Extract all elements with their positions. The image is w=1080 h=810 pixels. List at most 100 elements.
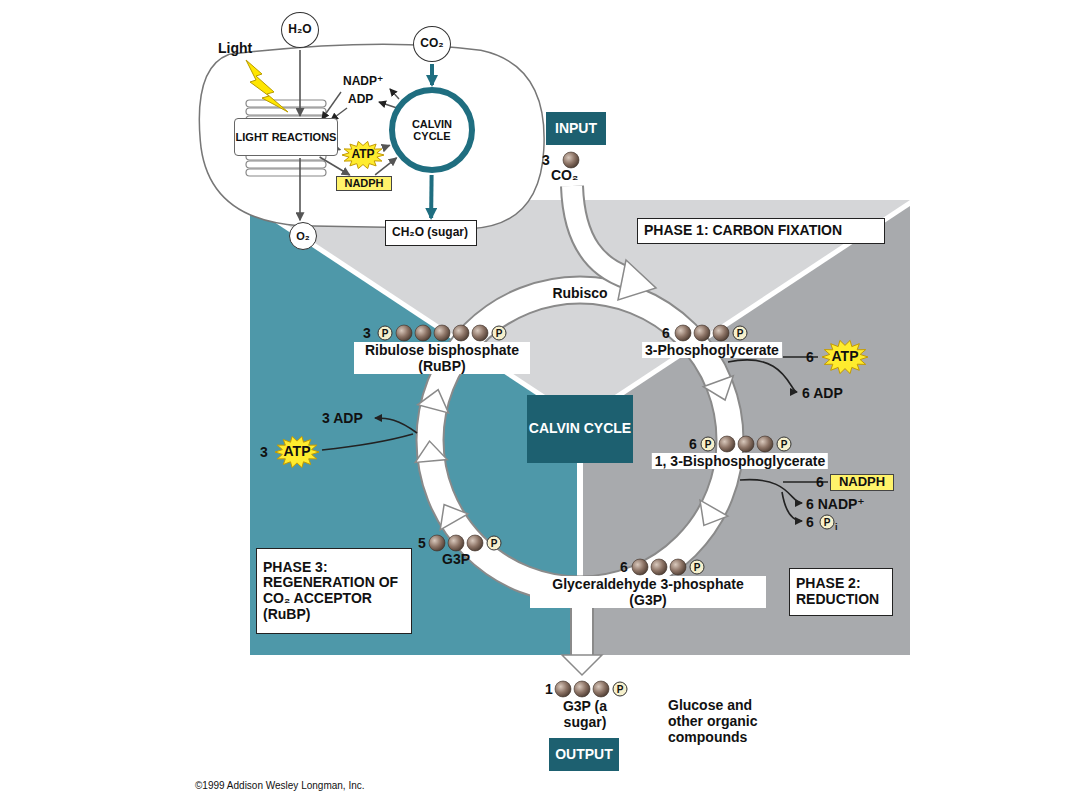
output-arrowhead xyxy=(562,655,602,675)
title-box: CALVIN CYCLE xyxy=(527,395,633,463)
text-label: 3 ADP xyxy=(322,410,363,426)
text-label: Glyceraldehyde 3-phosphate (G3P) xyxy=(530,576,766,608)
layout-shape xyxy=(782,492,802,521)
cycle-ring xyxy=(430,290,730,590)
node-text: CALVIN CYCLE xyxy=(529,421,631,437)
text-label: Light xyxy=(218,40,252,56)
text-label: ADP xyxy=(348,93,373,107)
count-number: 5 xyxy=(418,535,426,551)
carbon-bead xyxy=(453,325,469,341)
nadph-box: NADPH xyxy=(336,176,392,191)
node-text: PHASE 2: REDUCTION xyxy=(796,576,886,607)
carbon-bead xyxy=(448,535,464,551)
text-label: Ribulose bisphosphate (RuBP) xyxy=(354,342,530,374)
molecule-circle: O₂ xyxy=(289,222,317,250)
layout-shape xyxy=(728,360,797,392)
phosphate-symbol: P xyxy=(613,682,628,697)
count-number: 6 xyxy=(662,325,670,341)
count-number: 3 xyxy=(260,444,268,460)
text-label: G3P xyxy=(442,551,470,567)
count-number: 6 xyxy=(620,559,628,575)
node-text: NADPH xyxy=(344,177,383,189)
count-number: 6 xyxy=(689,436,697,452)
title-box: INPUT xyxy=(546,112,606,145)
input-arrowhead xyxy=(618,260,656,300)
count-number: 6 xyxy=(806,349,814,365)
connector xyxy=(430,64,434,85)
atp-starburst: ATP xyxy=(274,435,320,469)
starburst-outline xyxy=(822,340,868,373)
count-number: 3 xyxy=(363,325,371,341)
layout-shape xyxy=(246,100,326,107)
atp-starburst: ATP xyxy=(821,339,869,375)
carbon-bead xyxy=(675,325,691,341)
ring-arrowhead xyxy=(700,500,728,525)
layout-shape xyxy=(246,161,326,168)
input-arrow xyxy=(572,186,628,278)
inset-side-arrows xyxy=(322,89,399,120)
chloroplast-inner xyxy=(203,48,540,225)
carbon-bead xyxy=(415,325,431,341)
text-label: 3-Phosphoglycerate xyxy=(642,342,782,358)
node-text: CO₂ xyxy=(420,37,443,50)
phosphate-symbol: P xyxy=(733,326,748,341)
carbon-bead xyxy=(694,325,710,341)
node-text: INPUT xyxy=(555,121,597,137)
cofactor-arrows xyxy=(322,357,828,521)
carbon-bead xyxy=(574,681,590,697)
carbon-bead xyxy=(429,535,445,551)
layout-shape xyxy=(375,418,417,433)
light-reactions-box: LIGHT REACTIONS xyxy=(234,118,338,156)
carbon-bead xyxy=(738,436,754,452)
cycle-ring-outline xyxy=(430,290,730,590)
molecule-circle: CO₂ xyxy=(413,26,451,62)
phosphate-symbol: P xyxy=(777,437,792,452)
phase-box: CH₂O (sugar) xyxy=(385,220,477,246)
text-label: CO₂ xyxy=(551,167,578,183)
node-text: ATP xyxy=(832,349,859,365)
chloroplast-outline xyxy=(203,48,540,225)
starburst-outline xyxy=(342,141,384,168)
input-arrow-outline xyxy=(572,186,628,278)
carbon-bead xyxy=(396,325,412,341)
layout-shape xyxy=(322,434,413,450)
node-text: H₂O xyxy=(288,23,311,36)
carbon-bead xyxy=(434,325,450,341)
calvin-cycle-circle: CALVIN CYCLE xyxy=(389,87,475,173)
node-text: ATP xyxy=(284,444,311,460)
carbon-bead xyxy=(757,436,773,452)
text-label: i xyxy=(835,522,838,532)
phosphate-symbol: P xyxy=(690,560,705,575)
carbon-bead xyxy=(719,436,735,452)
phosphate-symbol: P xyxy=(487,536,502,551)
layout-shape xyxy=(740,480,802,503)
node-text: LIGHT REACTIONS xyxy=(236,131,337,143)
node-text: CALVIN CYCLE xyxy=(399,118,465,143)
carbon-bead xyxy=(670,559,686,575)
ring-arrowhead xyxy=(440,505,468,530)
text-label: 6 ADP xyxy=(802,385,843,401)
carbon-bead xyxy=(472,325,488,341)
carbon-bead xyxy=(555,681,571,697)
connector xyxy=(299,50,301,116)
text-label: G3P (a sugar) xyxy=(543,698,627,730)
phosphate-symbol: P xyxy=(492,326,507,341)
node-text: NADPH xyxy=(839,475,885,490)
node-text: OUTPUT xyxy=(555,747,613,763)
connector xyxy=(299,158,301,220)
count-number: 1 xyxy=(545,681,553,697)
text-label: NADP⁺ xyxy=(343,75,383,89)
node-text: CH₂O (sugar) xyxy=(392,226,468,239)
lightning-bolt xyxy=(246,60,288,112)
carbon-bead xyxy=(563,152,579,168)
text-label: ©1999 Addison Wesley Longman, Inc. xyxy=(195,780,365,792)
layout-shape xyxy=(246,169,326,176)
carbon-bead xyxy=(651,559,667,575)
carbon-bead xyxy=(467,535,483,551)
connector xyxy=(339,149,341,151)
count-number: 6 xyxy=(806,514,814,530)
phosphate-symbol: P xyxy=(378,326,393,341)
title-box: OUTPUT xyxy=(549,738,619,771)
layout-shape xyxy=(246,108,326,115)
